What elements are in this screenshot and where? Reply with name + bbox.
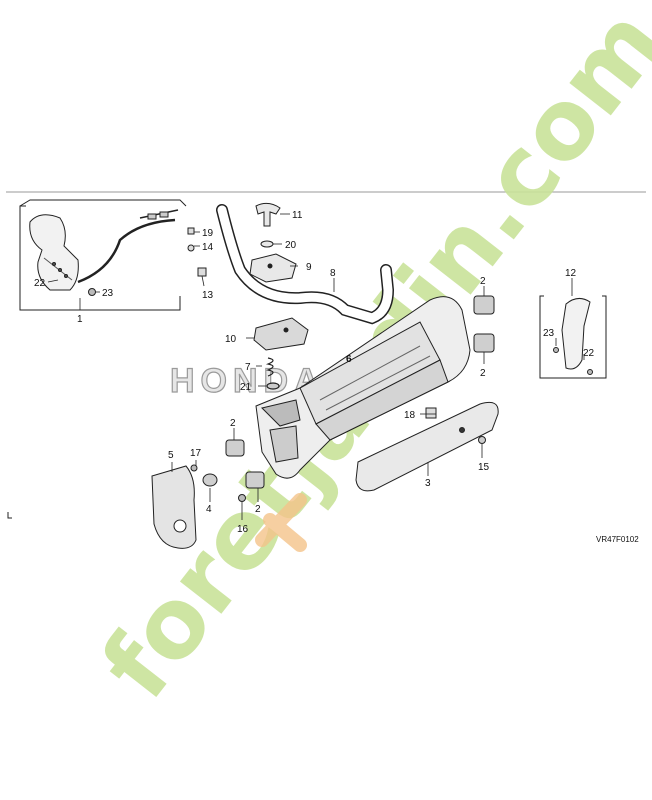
part-label-23: 23 xyxy=(102,288,114,299)
right-handle-assembly xyxy=(539,295,607,379)
part-label-22: 22 xyxy=(583,348,595,359)
right-grip xyxy=(561,298,591,370)
part-label-1: 1 xyxy=(77,314,83,325)
left-grip xyxy=(29,214,79,291)
part-label-22: 22 xyxy=(34,278,46,289)
part-label-8: 8 xyxy=(330,268,336,279)
part-label-13: 13 xyxy=(202,290,214,301)
clip-18 xyxy=(425,407,437,419)
part-label-2: 2 xyxy=(230,418,236,429)
part-label-15: 15 xyxy=(478,462,490,473)
part-label-7: 7 xyxy=(245,362,251,373)
part-label-18: 18 xyxy=(404,410,416,421)
part-label-14: 14 xyxy=(202,242,214,253)
part-label-4: 4 xyxy=(206,504,212,515)
part-label-21: 21 xyxy=(240,382,252,393)
watermark-accent xyxy=(255,493,307,552)
part-label-9: 9 xyxy=(306,262,312,273)
part-labels: 1 2 2 2 2 3 4 5 6 7 8 9 10 11 12 13 14 1… xyxy=(34,210,595,535)
part-label-20: 20 xyxy=(285,240,297,251)
part-label-2: 2 xyxy=(255,504,261,515)
dampers xyxy=(225,295,495,489)
left-handle-assembly xyxy=(19,199,187,311)
part-label-2: 2 xyxy=(480,276,486,287)
hardware-19-14-13 xyxy=(187,227,207,277)
part-label-6: 6 xyxy=(346,354,352,365)
part-label-16: 16 xyxy=(237,524,249,535)
handle-bar xyxy=(216,204,395,325)
spring xyxy=(265,357,280,390)
part-label-17: 17 xyxy=(190,448,202,459)
part-label-2: 2 xyxy=(480,368,486,379)
margin-mark xyxy=(7,512,12,519)
screw-15 xyxy=(478,436,486,444)
left-bracket xyxy=(19,205,181,311)
part-label-23: 23 xyxy=(543,328,555,339)
side-cover xyxy=(355,401,499,492)
clamp-knob xyxy=(249,202,297,283)
part-label-19: 19 xyxy=(202,228,214,239)
leader-lines xyxy=(47,213,585,520)
lower-cover xyxy=(151,464,246,549)
part-label-12: 12 xyxy=(565,268,577,279)
main-case xyxy=(255,296,471,479)
part-label-11: 11 xyxy=(292,210,303,221)
diagram-code: VR47F0102 xyxy=(596,535,639,544)
part-label-5: 5 xyxy=(168,450,174,461)
part-label-3: 3 xyxy=(425,478,431,489)
throttle-cable xyxy=(77,218,176,284)
clamp-base xyxy=(253,317,309,351)
part-label-10: 10 xyxy=(225,334,237,345)
